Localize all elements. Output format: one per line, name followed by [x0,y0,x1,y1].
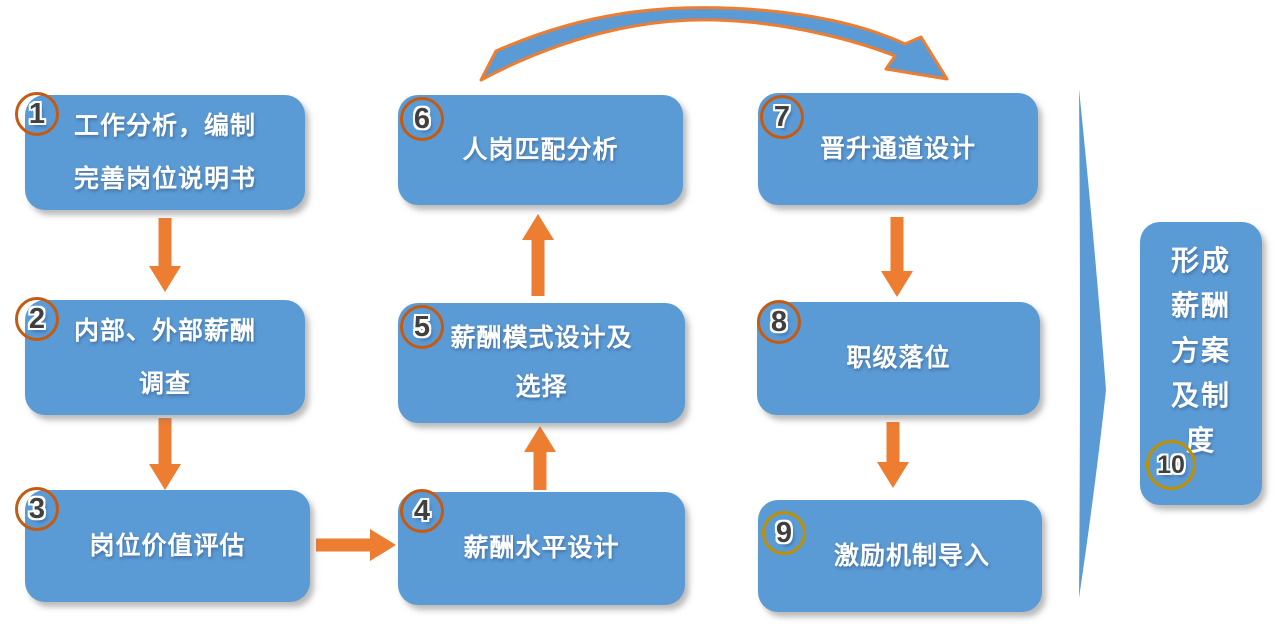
step-3-line-1: 岗位价值评估 [89,531,246,560]
step-5-line-1: 薪酬模式设计及 [450,324,633,352]
step-7-number: 7 [773,100,791,133]
step-1-label: 工作分析，编制 完善岗位说明书 [25,100,305,206]
step-8-label: 职级落位 [757,332,1040,385]
step-3-number: 3 [28,492,46,525]
step-10-number-badge: 10 [1146,440,1196,490]
step-1-line-2: 完善岗位说明书 [73,164,256,193]
step-6-number: 6 [413,102,431,135]
step-7-label: 晋升通道设计 [758,123,1038,176]
arrow-step5-to-step6 [522,214,554,296]
step-9-number: 9 [775,516,793,549]
step-5-number-badge: 5 [400,305,444,349]
arrow-step4-to-step5 [524,426,556,490]
step-7-number-badge: 7 [760,95,804,139]
step-9-label: 激励机制导入 [758,530,1042,583]
step-1-line-1: 工作分析，编制 [73,111,256,140]
step-5-label: 薪酬模式设计及 选择 [398,314,685,412]
step-2-number: 2 [28,302,46,335]
curved-arrow-step6-to-step7 [479,6,949,82]
step-4-box: 薪酬水平设计 [398,492,685,605]
step-10-number: 10 [1157,450,1185,479]
step-5-box: 薪酬模式设计及 选择 [398,303,685,423]
step-4-number: 4 [413,494,431,527]
step-7-line-1: 晋升通道设计 [819,134,976,163]
step-2-line-1: 内部、外部薪酬 [73,316,256,345]
step-6-label: 人岗匹配分析 [398,124,683,177]
arrow-step7-to-step8 [881,217,913,297]
final-line-1: 形成薪酬方案及制度 [1170,245,1231,456]
step-5-number: 5 [413,310,431,343]
step-1-box: 工作分析，编制 完善岗位说明书 [25,95,305,210]
step-8-line-1: 职级落位 [846,344,951,372]
step-6-line-1: 人岗匹配分析 [462,135,619,164]
step-8-box: 职级落位 [757,302,1040,415]
arrow-step2-to-step3 [149,418,181,490]
step-3-label: 岗位价值评估 [25,520,310,573]
arrow-step3-to-step4 [316,529,396,561]
step-1-number-badge: 1 [15,92,59,136]
arrow-step8-to-step9 [877,422,909,488]
final-label: 形成薪酬方案及制度 [1140,222,1262,463]
step-4-number-badge: 4 [400,489,444,533]
step-9-number-badge: 9 [762,511,806,555]
step-3-box: 岗位价值评估 [25,490,310,602]
step-2-line-2: 调查 [138,369,191,398]
step-2-number-badge: 2 [15,297,59,341]
step-2-box: 内部、外部薪酬 调查 [25,300,305,415]
step-3-number-badge: 3 [15,487,59,531]
arrow-step1-to-step2 [149,218,181,292]
step-8-number: 8 [770,305,788,338]
step-4-line-1: 薪酬水平设计 [463,534,620,562]
step-4-label: 薪酬水平设计 [398,522,685,575]
step-8-number-badge: 8 [757,300,801,344]
step-1-number: 1 [28,97,46,130]
step-5-line-2: 选择 [515,373,568,401]
chevron-to-final [1079,89,1106,598]
step-9-box: 激励机制导入 [758,500,1042,612]
step-2-label: 内部、外部薪酬 调查 [25,305,305,411]
step-9-line-1: 激励机制导入 [833,541,990,570]
step-6-number-badge: 6 [400,97,444,141]
step-6-box: 人岗匹配分析 [398,95,683,205]
step-7-box: 晋升通道设计 [758,93,1038,205]
